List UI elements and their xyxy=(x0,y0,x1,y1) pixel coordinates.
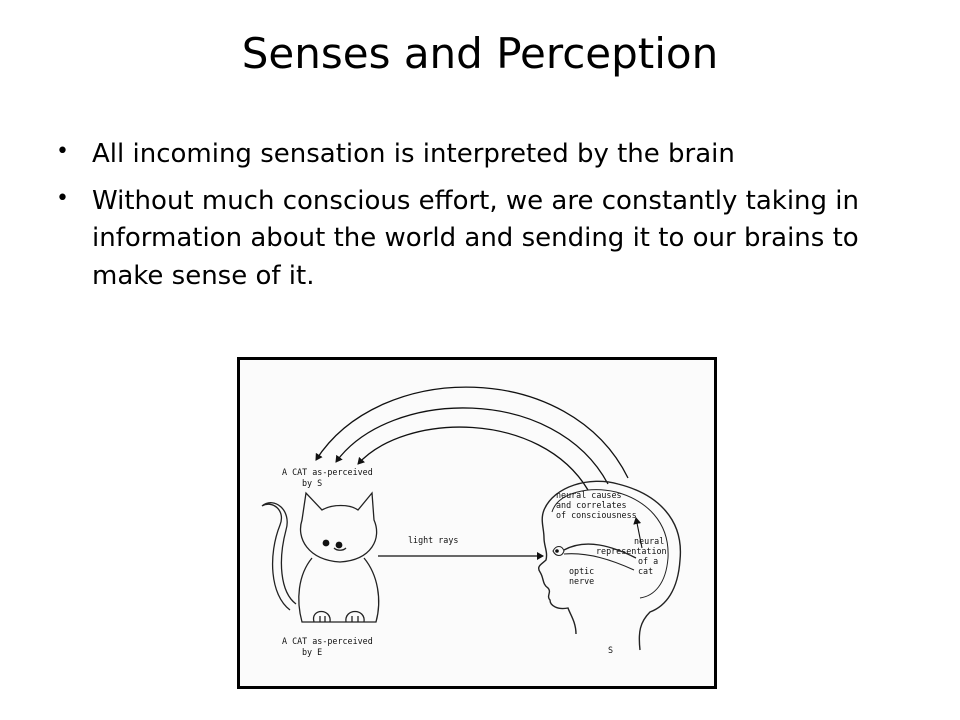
slide-title: Senses and Perception xyxy=(241,29,719,78)
cat-illustration xyxy=(261,491,380,623)
label-neural-rep-2: representation xyxy=(596,546,667,556)
label-cat-perceived-e-by: by E xyxy=(302,647,322,657)
bullet-list: • All incoming sensation is interpreted … xyxy=(50,136,910,305)
bullet-item: • Without much conscious effort, we are … xyxy=(50,183,910,296)
arc-arrow-middle xyxy=(335,407,609,485)
bullet-dot-icon: • xyxy=(56,139,69,164)
label-light-rays: light rays xyxy=(408,535,458,545)
bullet-item: • All incoming sensation is interpreted … xyxy=(50,136,910,174)
label-cat-perceived-s: A CAT as-perceived xyxy=(282,467,373,477)
optic-nerve-path-2 xyxy=(563,553,635,571)
cat-eye-right xyxy=(335,541,343,549)
cat-eye-left xyxy=(322,539,330,547)
label-optic-nerve-2: nerve xyxy=(569,576,594,586)
arc-arrow-inner xyxy=(357,426,589,491)
label-neural-causes-3: of consciousness xyxy=(556,510,637,520)
diagram-svg: A CAT as-perceived by S A CAT as-perceiv… xyxy=(261,386,682,657)
label-cat-perceived-e: A CAT as-perceived xyxy=(282,636,373,646)
label-neural-rep-1: neural xyxy=(634,536,664,546)
optic-nerve-path xyxy=(563,543,637,559)
label-neural-rep-4: cat xyxy=(638,566,653,576)
bullet-text: All incoming sensation is interpreted by… xyxy=(92,139,735,169)
bullet-text: Without much conscious effort, we are co… xyxy=(92,185,859,292)
label-cat-perceived-s-by: by S xyxy=(302,478,322,488)
label-neural-rep-3: of a xyxy=(638,556,658,566)
label-subject-s: S xyxy=(608,645,613,655)
label-neural-causes-1: neural causes xyxy=(556,490,622,500)
bullet-dot-icon: • xyxy=(56,185,69,211)
arc-arrow-outer xyxy=(315,386,629,479)
label-optic-nerve-1: optic xyxy=(569,566,594,576)
neural-link-arrow xyxy=(633,517,643,549)
label-neural-causes-2: and correlates xyxy=(556,500,627,510)
perception-diagram: A CAT as-perceived by S A CAT as-perceiv… xyxy=(237,357,717,689)
head-pupil xyxy=(555,549,559,553)
head-profile xyxy=(537,480,682,651)
head-eye xyxy=(552,545,565,557)
brain-outline xyxy=(551,489,669,599)
